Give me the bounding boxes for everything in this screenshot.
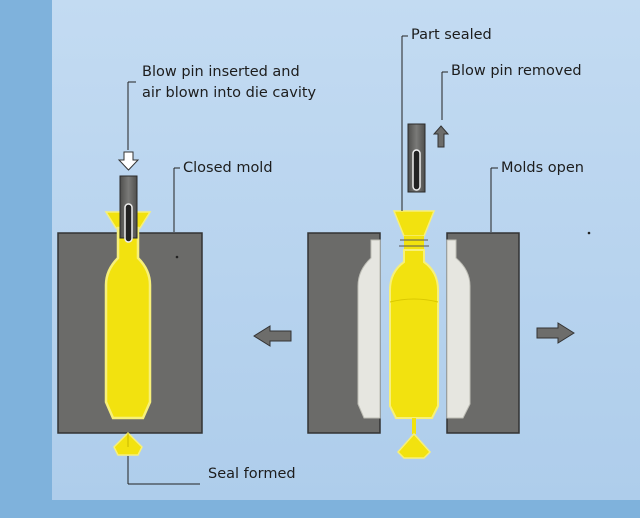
down-arrow-icon <box>117 151 140 171</box>
blown-bottle <box>104 226 152 420</box>
right-arrow-icon <box>536 322 575 344</box>
part-tail <box>396 432 432 459</box>
blow-pin-removed-label: Blow pin removed <box>451 63 582 79</box>
open-mold-stage <box>307 35 520 459</box>
right-cavity <box>446 239 471 419</box>
part-threads <box>399 239 429 247</box>
left-arrow-icon <box>253 325 292 347</box>
left-cavity <box>357 239 381 419</box>
part-sealed-label: Part sealed <box>411 27 492 43</box>
part-throat <box>404 236 424 250</box>
panel-speck <box>587 231 591 235</box>
closed-mold-label: Closed mold <box>183 160 273 176</box>
part-tail-stem <box>412 418 416 434</box>
left-margin <box>0 0 52 514</box>
blow-pin-inserted-label-line1: Blow pin inserted and <box>142 64 300 80</box>
blow-pin-inserted-label-line2: air blown into die cavity <box>142 85 317 101</box>
finished-part <box>389 249 439 419</box>
blow-pin-channel <box>124 203 133 243</box>
up-arrow-icon <box>432 125 450 148</box>
molds-open-label: Molds open <box>501 160 584 176</box>
bottom-margin <box>0 500 640 514</box>
closed-mold-stage <box>57 81 203 485</box>
seal-formed-label: Seal formed <box>208 466 296 482</box>
mold-speck <box>175 255 179 259</box>
removed-pin-channel <box>412 149 421 191</box>
